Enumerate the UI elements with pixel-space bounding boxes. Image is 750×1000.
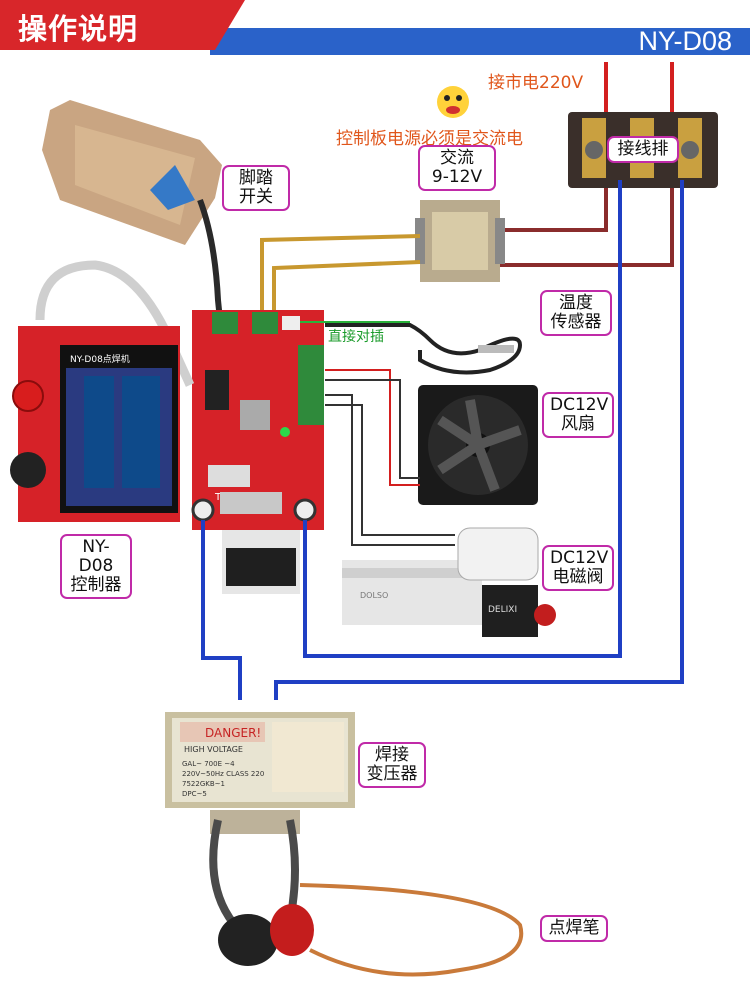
temp-sensor-line-1: 温度 xyxy=(559,293,593,313)
direct-plug-note: 直接对插 xyxy=(328,329,384,345)
valve-brand: DELIXI xyxy=(488,605,517,615)
temp-sensor-line-2: 传感器 xyxy=(550,312,602,332)
header-left-band xyxy=(0,0,245,50)
page-title: 操作说明 xyxy=(18,12,139,46)
temperature-sensor xyxy=(325,323,523,375)
screen-title: NY-D08点焊机 xyxy=(70,353,130,365)
model-name: NY-D08 xyxy=(638,26,732,56)
ribbon-cable xyxy=(35,260,195,387)
controller-line-1: NY-D08 xyxy=(78,537,114,576)
transformer-spec-line: 220V~50Hz CLASS 220 xyxy=(182,770,264,778)
weld-transformer xyxy=(165,712,355,834)
weld-transformer-label: 焊接 变压器 xyxy=(358,742,426,788)
controller-label: NY-D08 控制器 xyxy=(60,534,132,599)
temp-sensor-label: 温度 传感器 xyxy=(540,290,612,336)
ac-transformer xyxy=(415,200,505,282)
foot-switch-label: 脚踏 开关 xyxy=(222,165,290,211)
ac-warning-note: 控制板电源必须是交流电 xyxy=(336,129,523,149)
weld-wire-1 xyxy=(201,520,242,700)
controller-line-2: 控制器 xyxy=(70,575,122,595)
main-board xyxy=(191,310,324,530)
ac-low-wire-1 xyxy=(260,234,421,320)
pedal-cable xyxy=(197,198,223,321)
ac-primary-wire-1 xyxy=(500,188,608,232)
weld-wire-2 xyxy=(303,180,622,658)
weld-electrode xyxy=(299,883,524,977)
danger-label: DANGER! xyxy=(205,726,261,740)
high-voltage-label: HIGH VOLTAGE xyxy=(184,745,243,754)
transformer-spec-line: DPC~5 xyxy=(182,790,207,798)
weld-transformer-line-2: 变压器 xyxy=(366,764,418,784)
fan-label: DC12V 风扇 xyxy=(542,392,614,438)
fan-line-1: DC12V xyxy=(550,395,609,415)
mains-note: 接市电220V xyxy=(488,73,584,93)
terminal-block-label: 接线排 xyxy=(607,136,679,163)
weld-wire-3 xyxy=(274,180,684,700)
weld-transformer-line-1: 焊接 xyxy=(375,745,409,765)
valve-wire-1 xyxy=(325,394,455,546)
fan xyxy=(418,385,538,505)
ac-low-wire-2 xyxy=(272,260,421,320)
solenoid-line-2: 电磁阀 xyxy=(552,567,604,587)
foot-switch-line-2: 开关 xyxy=(239,187,273,207)
controller-unit xyxy=(10,326,180,522)
emoji-icon xyxy=(437,86,469,118)
fan-line-2: 风扇 xyxy=(561,414,595,434)
transformer-spec-line: GAL~ 700E ~4 xyxy=(182,760,235,768)
heatsink xyxy=(220,492,300,594)
fan-wire-black xyxy=(325,379,420,479)
ac-supply-line-1: 交流 xyxy=(440,148,474,168)
header-right-band xyxy=(210,28,750,55)
valve-body-brand: DOLSO xyxy=(360,591,388,600)
solenoid-valve xyxy=(342,527,556,637)
foot-pedal xyxy=(42,100,222,245)
transformer-specs: GAL~ 700E ~4 220V~50Hz CLASS 220 7522GKB~1… xyxy=(182,760,264,798)
transformer-spec-line: 7522GKB~1 xyxy=(182,780,225,788)
solenoid-label: DC12V 电磁阀 xyxy=(542,545,614,591)
ac-primary-wire-2 xyxy=(500,188,674,267)
weld-pen xyxy=(218,904,314,966)
ac-supply-label: 交流 9-12V xyxy=(418,145,496,191)
solenoid-line-1: DC12V xyxy=(550,548,609,568)
ac-supply-line-2: 9-12V xyxy=(431,167,483,187)
foot-switch-line-1: 脚踏 xyxy=(239,168,273,188)
weld-pen-label: 点焊笔 xyxy=(540,915,608,942)
valve-wire-2 xyxy=(325,404,455,536)
fan-wire-red xyxy=(325,369,420,486)
